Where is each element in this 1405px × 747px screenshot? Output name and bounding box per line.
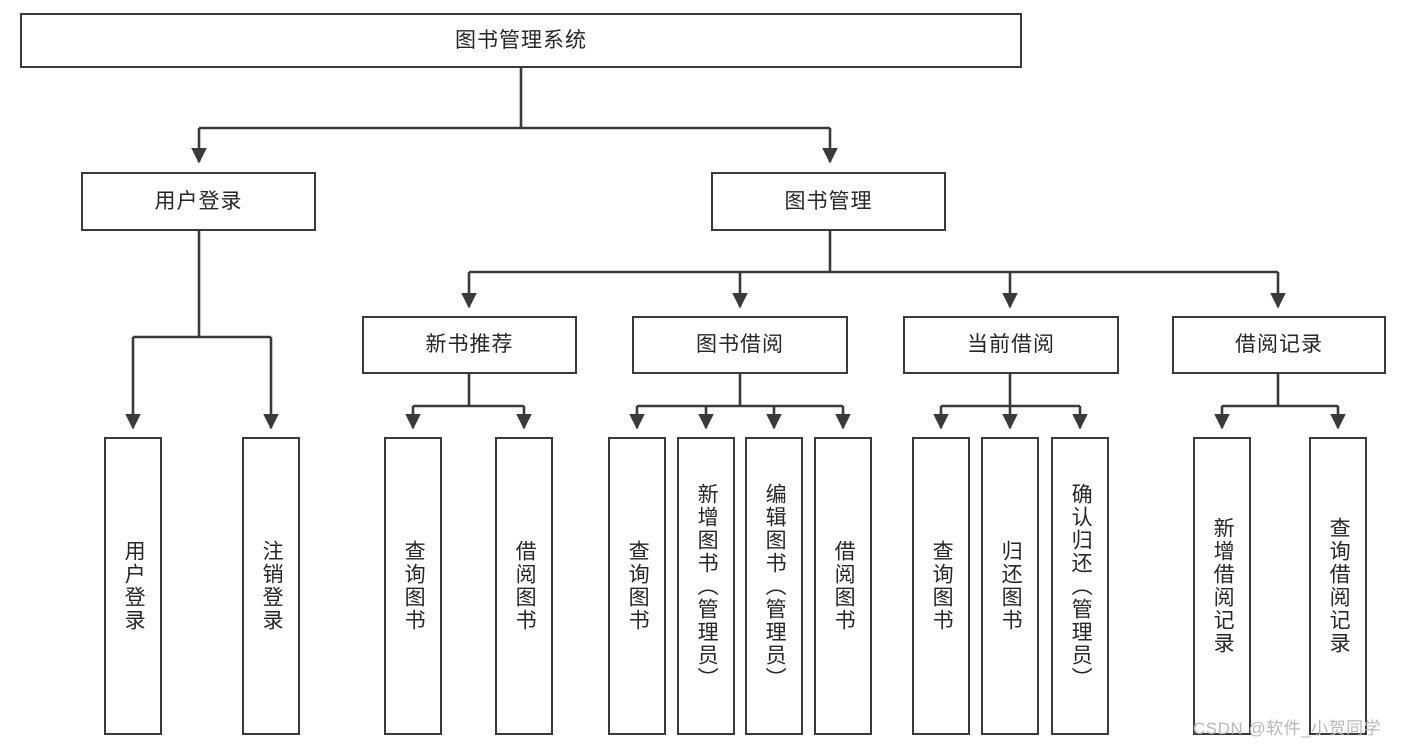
node-label: 确认归还（管理员）: [1069, 482, 1093, 690]
node-new-book-recommend[interactable]: 新书推荐: [362, 316, 577, 374]
node-label: 编辑图书（管理员）: [763, 482, 787, 690]
node-label: 归还图书: [999, 540, 1023, 632]
node-root-book-management-system[interactable]: 图书管理系统: [20, 13, 1022, 68]
node-label: 查询图书: [930, 540, 954, 632]
leaf-query-book-current[interactable]: 查询图书: [912, 437, 970, 735]
node-label: 图书管理: [784, 189, 873, 213]
node-label: 查询图书: [402, 540, 426, 632]
node-label: 注销登录: [260, 540, 284, 632]
leaf-edit-book-admin[interactable]: 编辑图书（管理员）: [745, 437, 803, 735]
node-label: 图书管理系统: [455, 28, 587, 52]
node-label: 借阅图书: [832, 540, 856, 632]
node-user-login[interactable]: 用户登录: [81, 172, 316, 231]
node-label: 图书借阅: [696, 333, 784, 357]
node-book-borrow[interactable]: 图书借阅: [632, 316, 848, 374]
node-label: 新增借阅记录: [1211, 517, 1235, 655]
node-label: 当前借阅: [967, 333, 1055, 357]
node-current-borrow[interactable]: 当前借阅: [903, 316, 1119, 374]
leaf-borrow-book-recommend[interactable]: 借阅图书: [495, 437, 553, 735]
leaf-borrow-book[interactable]: 借阅图书: [814, 437, 872, 735]
node-borrow-record[interactable]: 借阅记录: [1172, 316, 1386, 374]
node-label: 新书推荐: [425, 333, 514, 357]
leaf-add-book-admin[interactable]: 新增图书（管理员）: [677, 437, 735, 735]
node-label: 用户登录: [154, 189, 243, 213]
leaf-add-borrow-record[interactable]: 新增借阅记录: [1193, 437, 1251, 735]
node-label: 借阅记录: [1235, 333, 1323, 357]
node-label: 新增图书（管理员）: [695, 482, 719, 690]
csdn-watermark: CSDN @软件_小贺同学: [1193, 719, 1382, 738]
node-book-management[interactable]: 图书管理: [711, 172, 946, 231]
leaf-query-book-recommend[interactable]: 查询图书: [384, 437, 442, 735]
leaf-query-borrow-record[interactable]: 查询借阅记录: [1309, 437, 1367, 735]
node-label: 查询图书: [626, 540, 650, 632]
node-label: 借阅图书: [513, 540, 537, 632]
leaf-query-book-borrow[interactable]: 查询图书: [608, 437, 666, 735]
node-label: 用户登录: [122, 540, 146, 632]
leaf-user-login[interactable]: 用户登录: [104, 437, 162, 735]
leaf-return-book[interactable]: 归还图书: [981, 437, 1039, 735]
leaf-user-logout[interactable]: 注销登录: [242, 437, 300, 735]
leaf-confirm-return-admin[interactable]: 确认归还（管理员）: [1051, 437, 1109, 735]
node-label: 查询借阅记录: [1327, 517, 1351, 655]
